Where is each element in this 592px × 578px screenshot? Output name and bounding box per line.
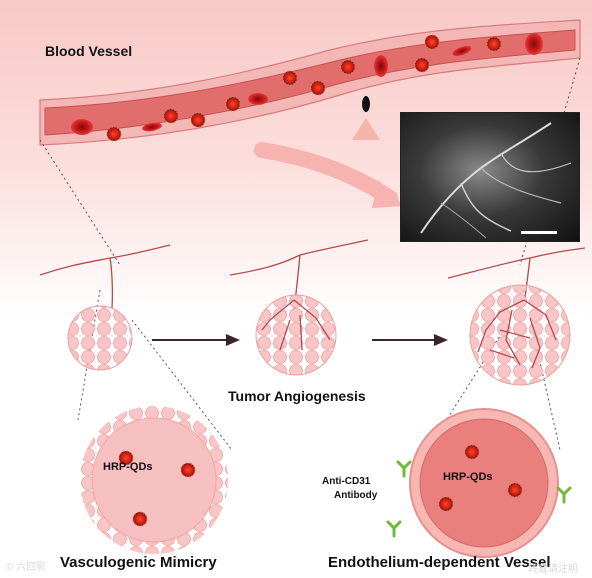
quantum-dot-icon (118, 450, 134, 466)
red-blood-cell-icon (374, 55, 388, 77)
vasculogenic-mimicry-circle (80, 406, 228, 554)
scale-bar (521, 231, 557, 234)
pointer-arrow (254, 142, 398, 206)
tumor-small (39, 244, 171, 371)
watermark: © 六四影 (6, 562, 47, 573)
blood-vessel-label: Blood Vessel (45, 43, 133, 59)
watermark-right: 转载请注明 (528, 564, 578, 575)
quantum-dot-icon (424, 34, 440, 50)
vasculogenic-mimicry-label: Vasculogenic Mimicry (60, 554, 217, 571)
red-blood-cell-icon (248, 93, 268, 105)
antibodies (386, 460, 572, 538)
progression-arrows (152, 334, 448, 346)
tumor-large (447, 247, 586, 386)
antibody-y-icon (556, 486, 572, 504)
angiography-micrograph (400, 112, 580, 242)
quantum-dot-icon (486, 36, 502, 52)
hrp-qds-label-right: HRP-QDs (443, 471, 493, 483)
red-blood-cells (71, 33, 543, 135)
antibody-label-line1: Anti-CD31 (322, 476, 371, 487)
tumor-angiogenesis-label: Tumor Angiogenesis (228, 388, 366, 404)
quantum-dot-icon (282, 70, 298, 86)
antibody-label-line2: Antibody (334, 490, 378, 501)
quantum-dots-in-vessel (106, 34, 502, 142)
quantum-dot-icon (507, 482, 523, 498)
endothelium-vessel-circle (409, 408, 559, 558)
hrp-qds-label-left: HRP-QDs (103, 461, 153, 473)
pointer-arrowhead (372, 180, 404, 208)
quantum-dot-icon (225, 96, 241, 112)
microscope-light-icon (352, 96, 380, 140)
quantum-dot-icon (414, 57, 430, 73)
quantum-dot-icon (310, 80, 326, 96)
quantum-dot-icon (180, 462, 196, 478)
quantum-dot-icon (340, 59, 356, 75)
antibody-y-icon (396, 460, 412, 478)
red-blood-cell-icon (525, 33, 543, 55)
quantum-dot-icon (464, 444, 480, 460)
quantum-dot-icon (190, 112, 206, 128)
tumor-medium (229, 239, 369, 376)
endothelium-vessel-label: Endothelium-dependent Vessel (328, 554, 551, 571)
red-blood-cell-icon (142, 122, 162, 132)
quantum-dot-icon (438, 496, 454, 512)
quantum-dot-icon (106, 126, 122, 142)
micrograph-vessels (420, 122, 572, 239)
antibody-y-icon (386, 520, 402, 538)
red-blood-cell-icon (452, 45, 472, 57)
quantum-dot-icon (163, 108, 179, 124)
quantum-dot-icon (132, 511, 148, 527)
red-blood-cell-icon (71, 119, 93, 135)
